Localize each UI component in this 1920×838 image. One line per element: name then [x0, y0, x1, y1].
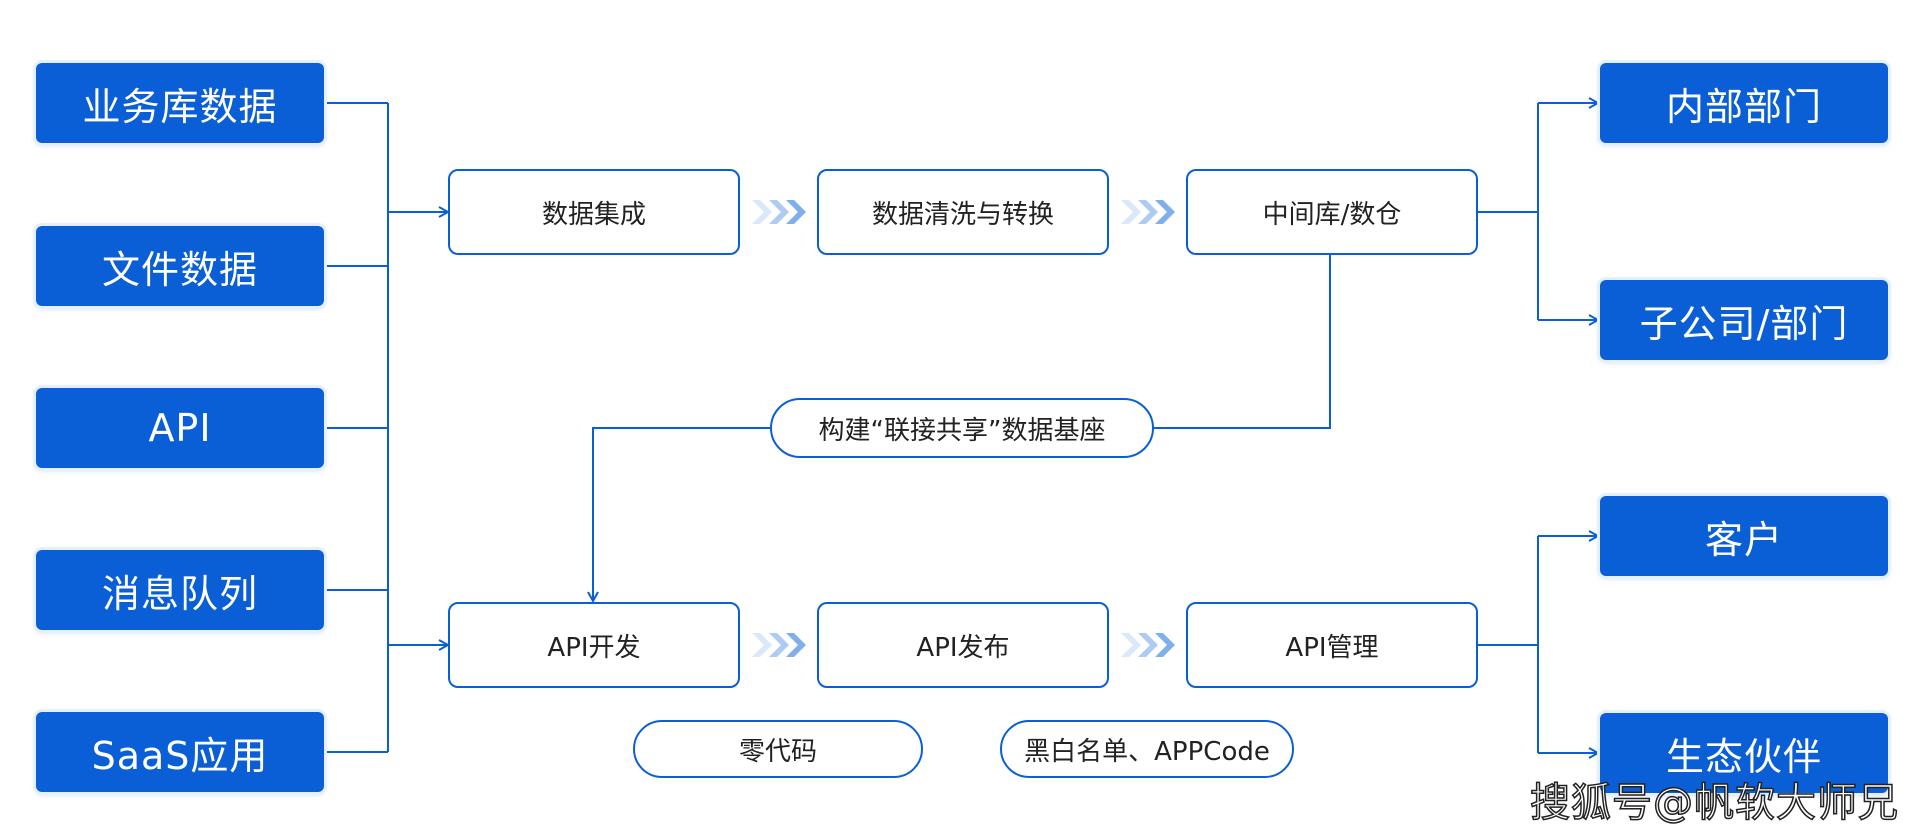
chevron-arrow-icon	[752, 633, 806, 657]
source-business-db: 业务库数据	[36, 63, 324, 143]
chevron-arrow-icon	[752, 200, 806, 224]
target-internal-dept: 内部部门	[1600, 63, 1888, 143]
node-api-publish: API发布	[817, 602, 1109, 688]
target-customer: 客户	[1600, 496, 1888, 576]
node-api-development: API开发	[448, 602, 740, 688]
chevron-arrow-icon	[1121, 200, 1175, 224]
target-subsidiary: 子公司/部门	[1600, 280, 1888, 360]
pill-data-foundation: 构建“联接共享”数据基座	[770, 398, 1154, 458]
pill-zero-code: 零代码	[633, 720, 923, 778]
pill-to-api-dev-line	[593, 427, 770, 601]
pill-whitelist-appcode: 黑白名单、APPCode	[1000, 720, 1294, 778]
warehouse-to-pill-line	[1154, 254, 1331, 429]
source-saas: SaaS应用	[36, 712, 324, 792]
target-eco-partner: 生态伙伴	[1600, 713, 1888, 793]
node-warehouse: 中间库/数仓	[1186, 169, 1478, 255]
watermark-text: 搜狐号@帆软大师兄	[1529, 779, 1899, 827]
node-api-management: API管理	[1186, 602, 1478, 688]
source-api: API	[36, 388, 324, 468]
node-data-integration: 数据集成	[448, 169, 740, 255]
source-message-queue: 消息队列	[36, 550, 324, 630]
source-file-data: 文件数据	[36, 226, 324, 306]
node-data-cleansing: 数据清洗与转换	[817, 169, 1109, 255]
chevron-arrow-icon	[1121, 633, 1175, 657]
